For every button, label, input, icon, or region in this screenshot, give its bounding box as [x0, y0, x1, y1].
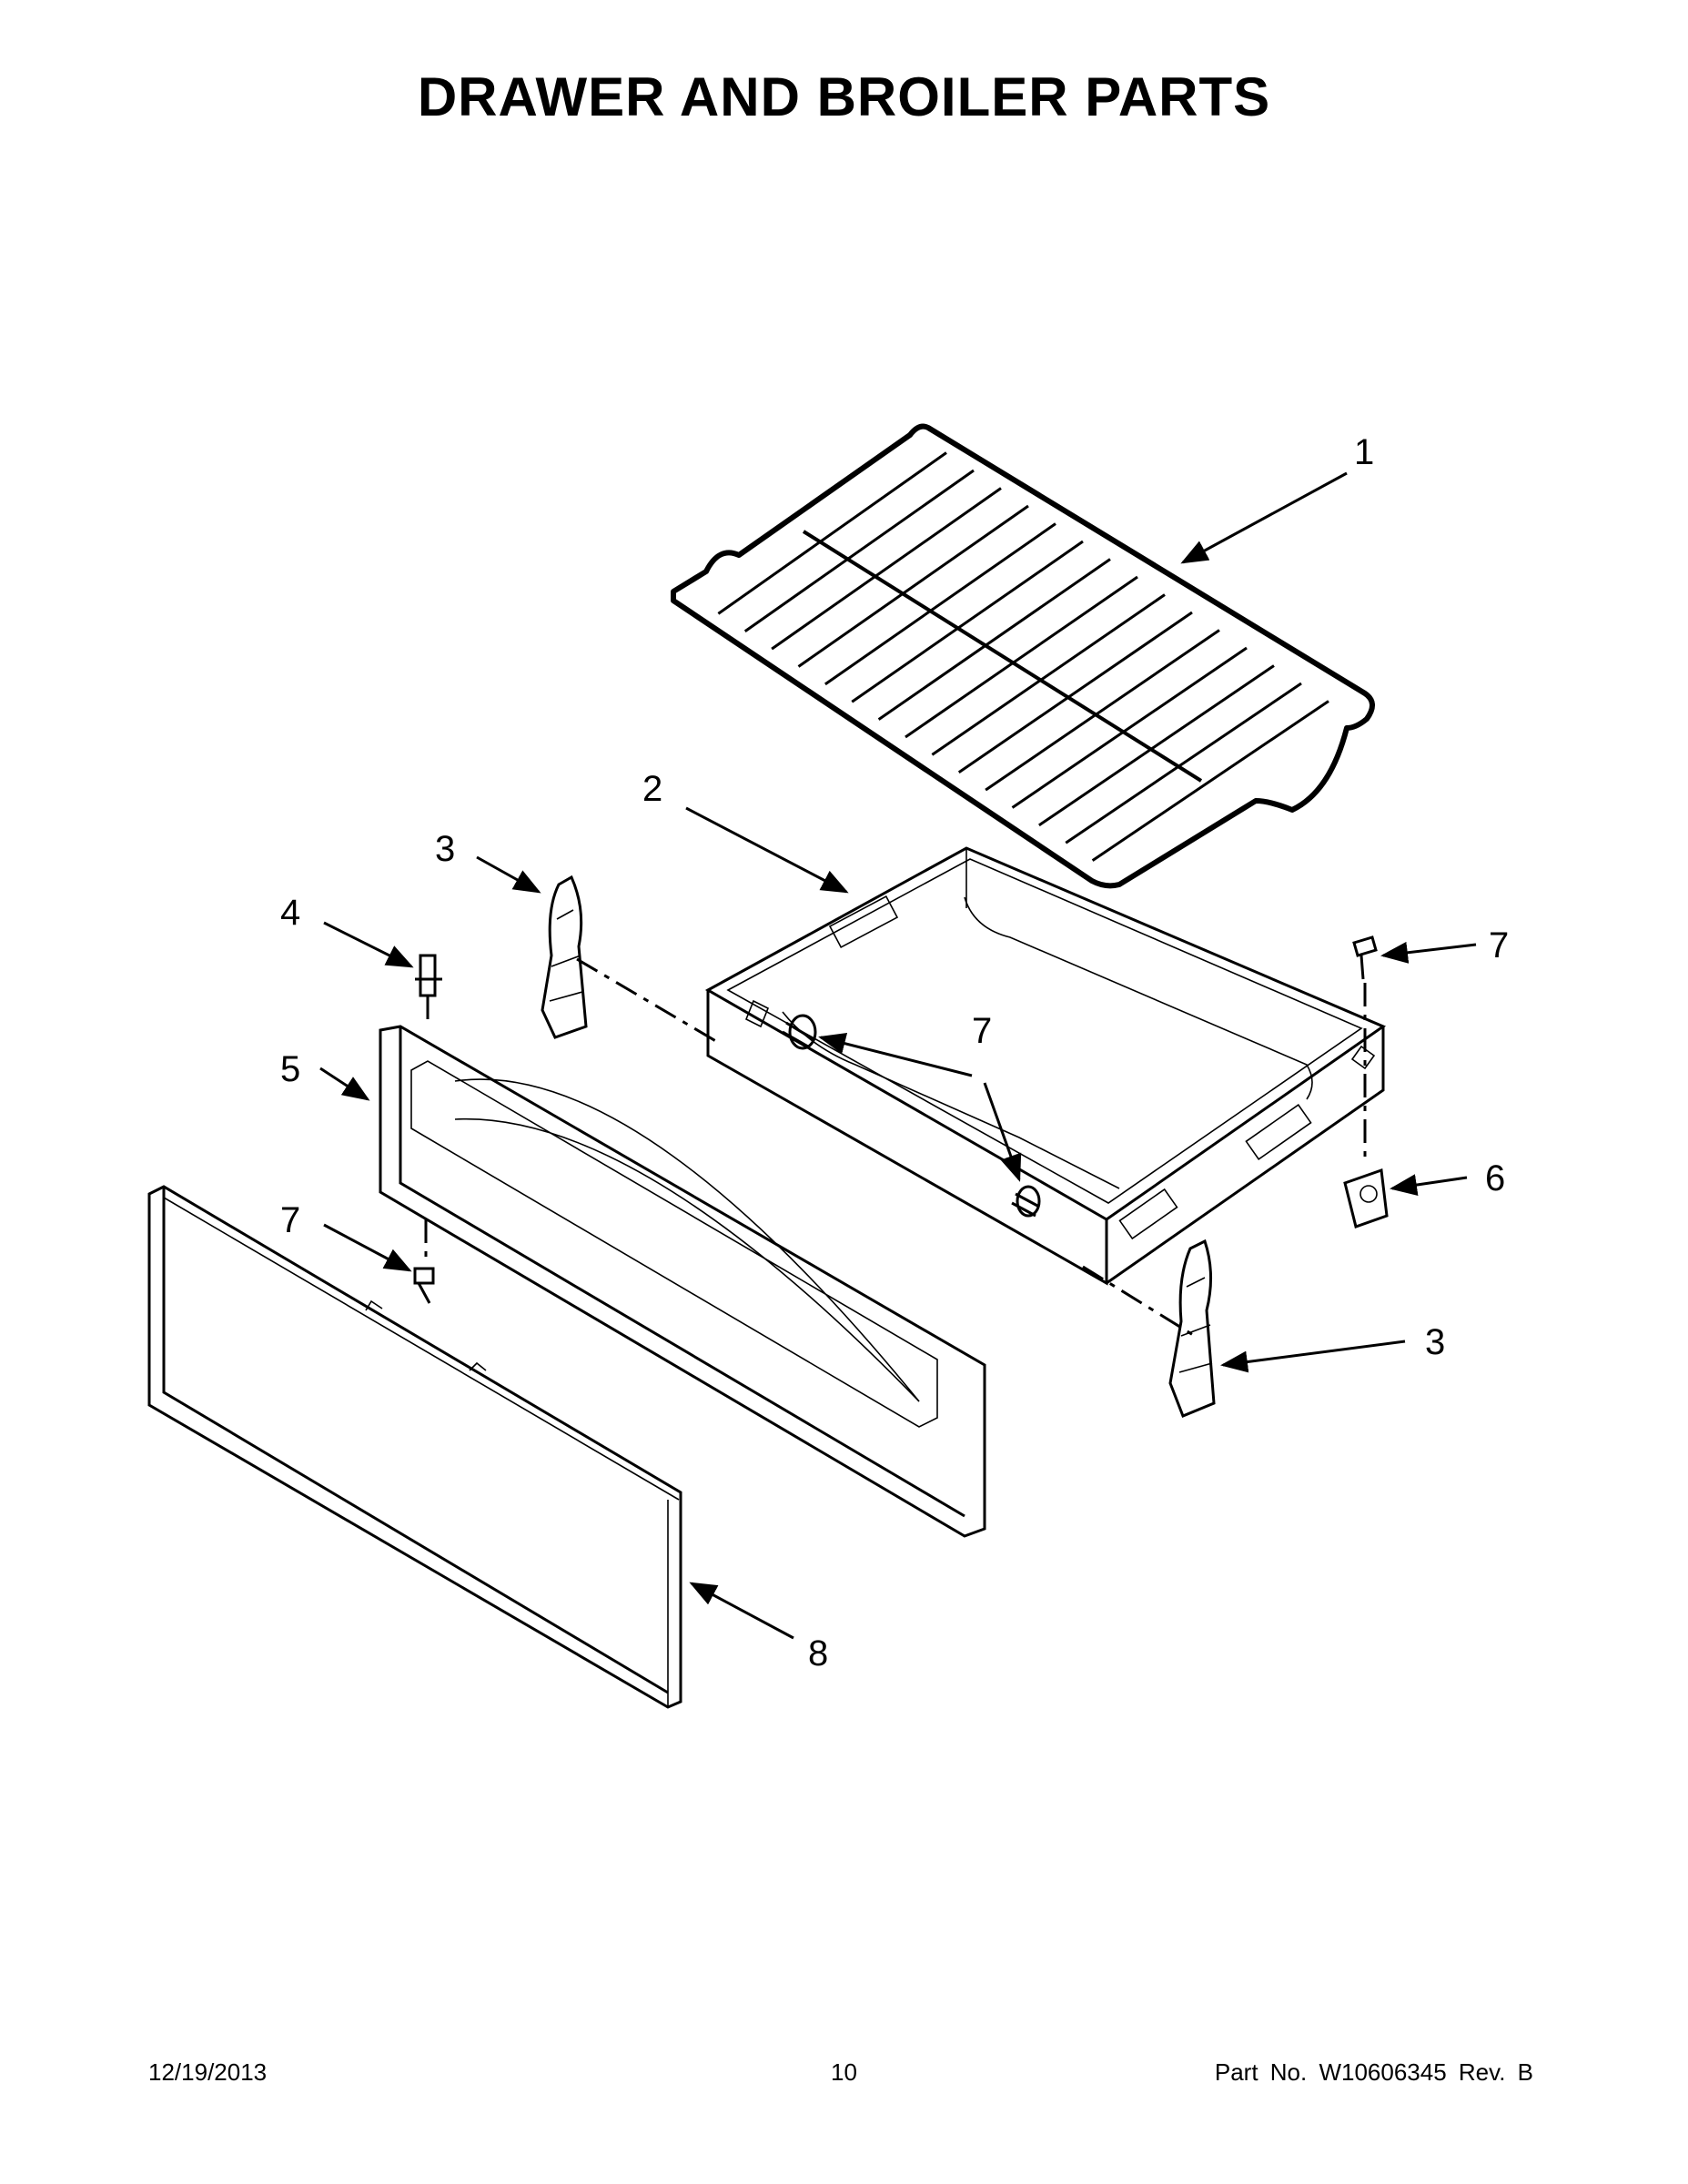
- screw-part-7-right: [1352, 935, 1378, 980]
- leader-3-upper: [476, 855, 541, 894]
- page-title: DRAWER AND BROILER PARTS: [417, 66, 1271, 127]
- leader-7-right: [1380, 941, 1477, 964]
- callout-3-upper: 3: [435, 829, 455, 869]
- leader-1: [1180, 471, 1348, 564]
- rack-bar: [985, 629, 1220, 792]
- rack-bar: [957, 611, 1193, 774]
- callout-3-lower: 3: [1425, 1322, 1445, 1362]
- callout-5: 5: [280, 1049, 300, 1089]
- rack-bar: [931, 593, 1166, 756]
- footer-part-number: Part No. W10606345 Rev. B: [1214, 2058, 1533, 2086]
- leader-5: [319, 1067, 370, 1101]
- drawer-inner-panel: [379, 1025, 986, 1538]
- callout-7-left: 7: [280, 1200, 300, 1240]
- callout-6: 6: [1485, 1158, 1505, 1198]
- leader-4: [323, 921, 414, 968]
- rack-bar: [851, 540, 1084, 703]
- rack-bar: [1038, 664, 1275, 827]
- callout-4: 4: [280, 893, 300, 933]
- screw-part-7-lower: [1011, 1185, 1041, 1218]
- drawer-front-panel: [147, 1185, 682, 1709]
- screw-part-4: [415, 954, 442, 997]
- assembly-line-upper: [576, 957, 720, 1045]
- screw-part-7-center: [782, 1014, 817, 1050]
- leader-7-center-b: [983, 1082, 1022, 1182]
- rack-bar: [824, 522, 1056, 686]
- callout-7-center: 7: [972, 1011, 992, 1051]
- rack-bar: [905, 575, 1138, 739]
- rack-bar: [1011, 646, 1248, 809]
- rack-bar: [717, 451, 947, 615]
- drawer-slide-bracket-lower: [1168, 1239, 1216, 1418]
- screw-part-7-left: [413, 1267, 435, 1304]
- leader-2: [685, 806, 849, 894]
- drawer-slide-bracket-upper: [541, 875, 588, 1039]
- callout-1: 1: [1354, 432, 1374, 472]
- rack-bar: [797, 504, 1029, 668]
- broiler-rack: [671, 423, 1375, 889]
- leader-6: [1390, 1174, 1468, 1196]
- leader-3-lower: [1220, 1340, 1406, 1373]
- footer-date: 12/19/2013: [148, 2058, 268, 2086]
- drawer-clip: [1343, 1168, 1389, 1228]
- callout-7-right: 7: [1489, 925, 1509, 966]
- callout-8: 8: [808, 1633, 828, 1673]
- footer-page-number: 10: [831, 2058, 857, 2086]
- leader-7-center-a: [818, 1032, 973, 1077]
- rack-bar: [771, 487, 1002, 651]
- rack-bar: [877, 558, 1111, 721]
- assembly-line-lower: [1082, 1265, 1198, 1340]
- rack-bar: [743, 469, 975, 632]
- leader-7-left: [323, 1223, 412, 1272]
- leader-8: [689, 1582, 794, 1640]
- callout-2: 2: [642, 769, 662, 809]
- rack-bar: [1091, 700, 1329, 862]
- drawer-body: [704, 846, 1387, 1286]
- rack-bar: [1065, 682, 1302, 844]
